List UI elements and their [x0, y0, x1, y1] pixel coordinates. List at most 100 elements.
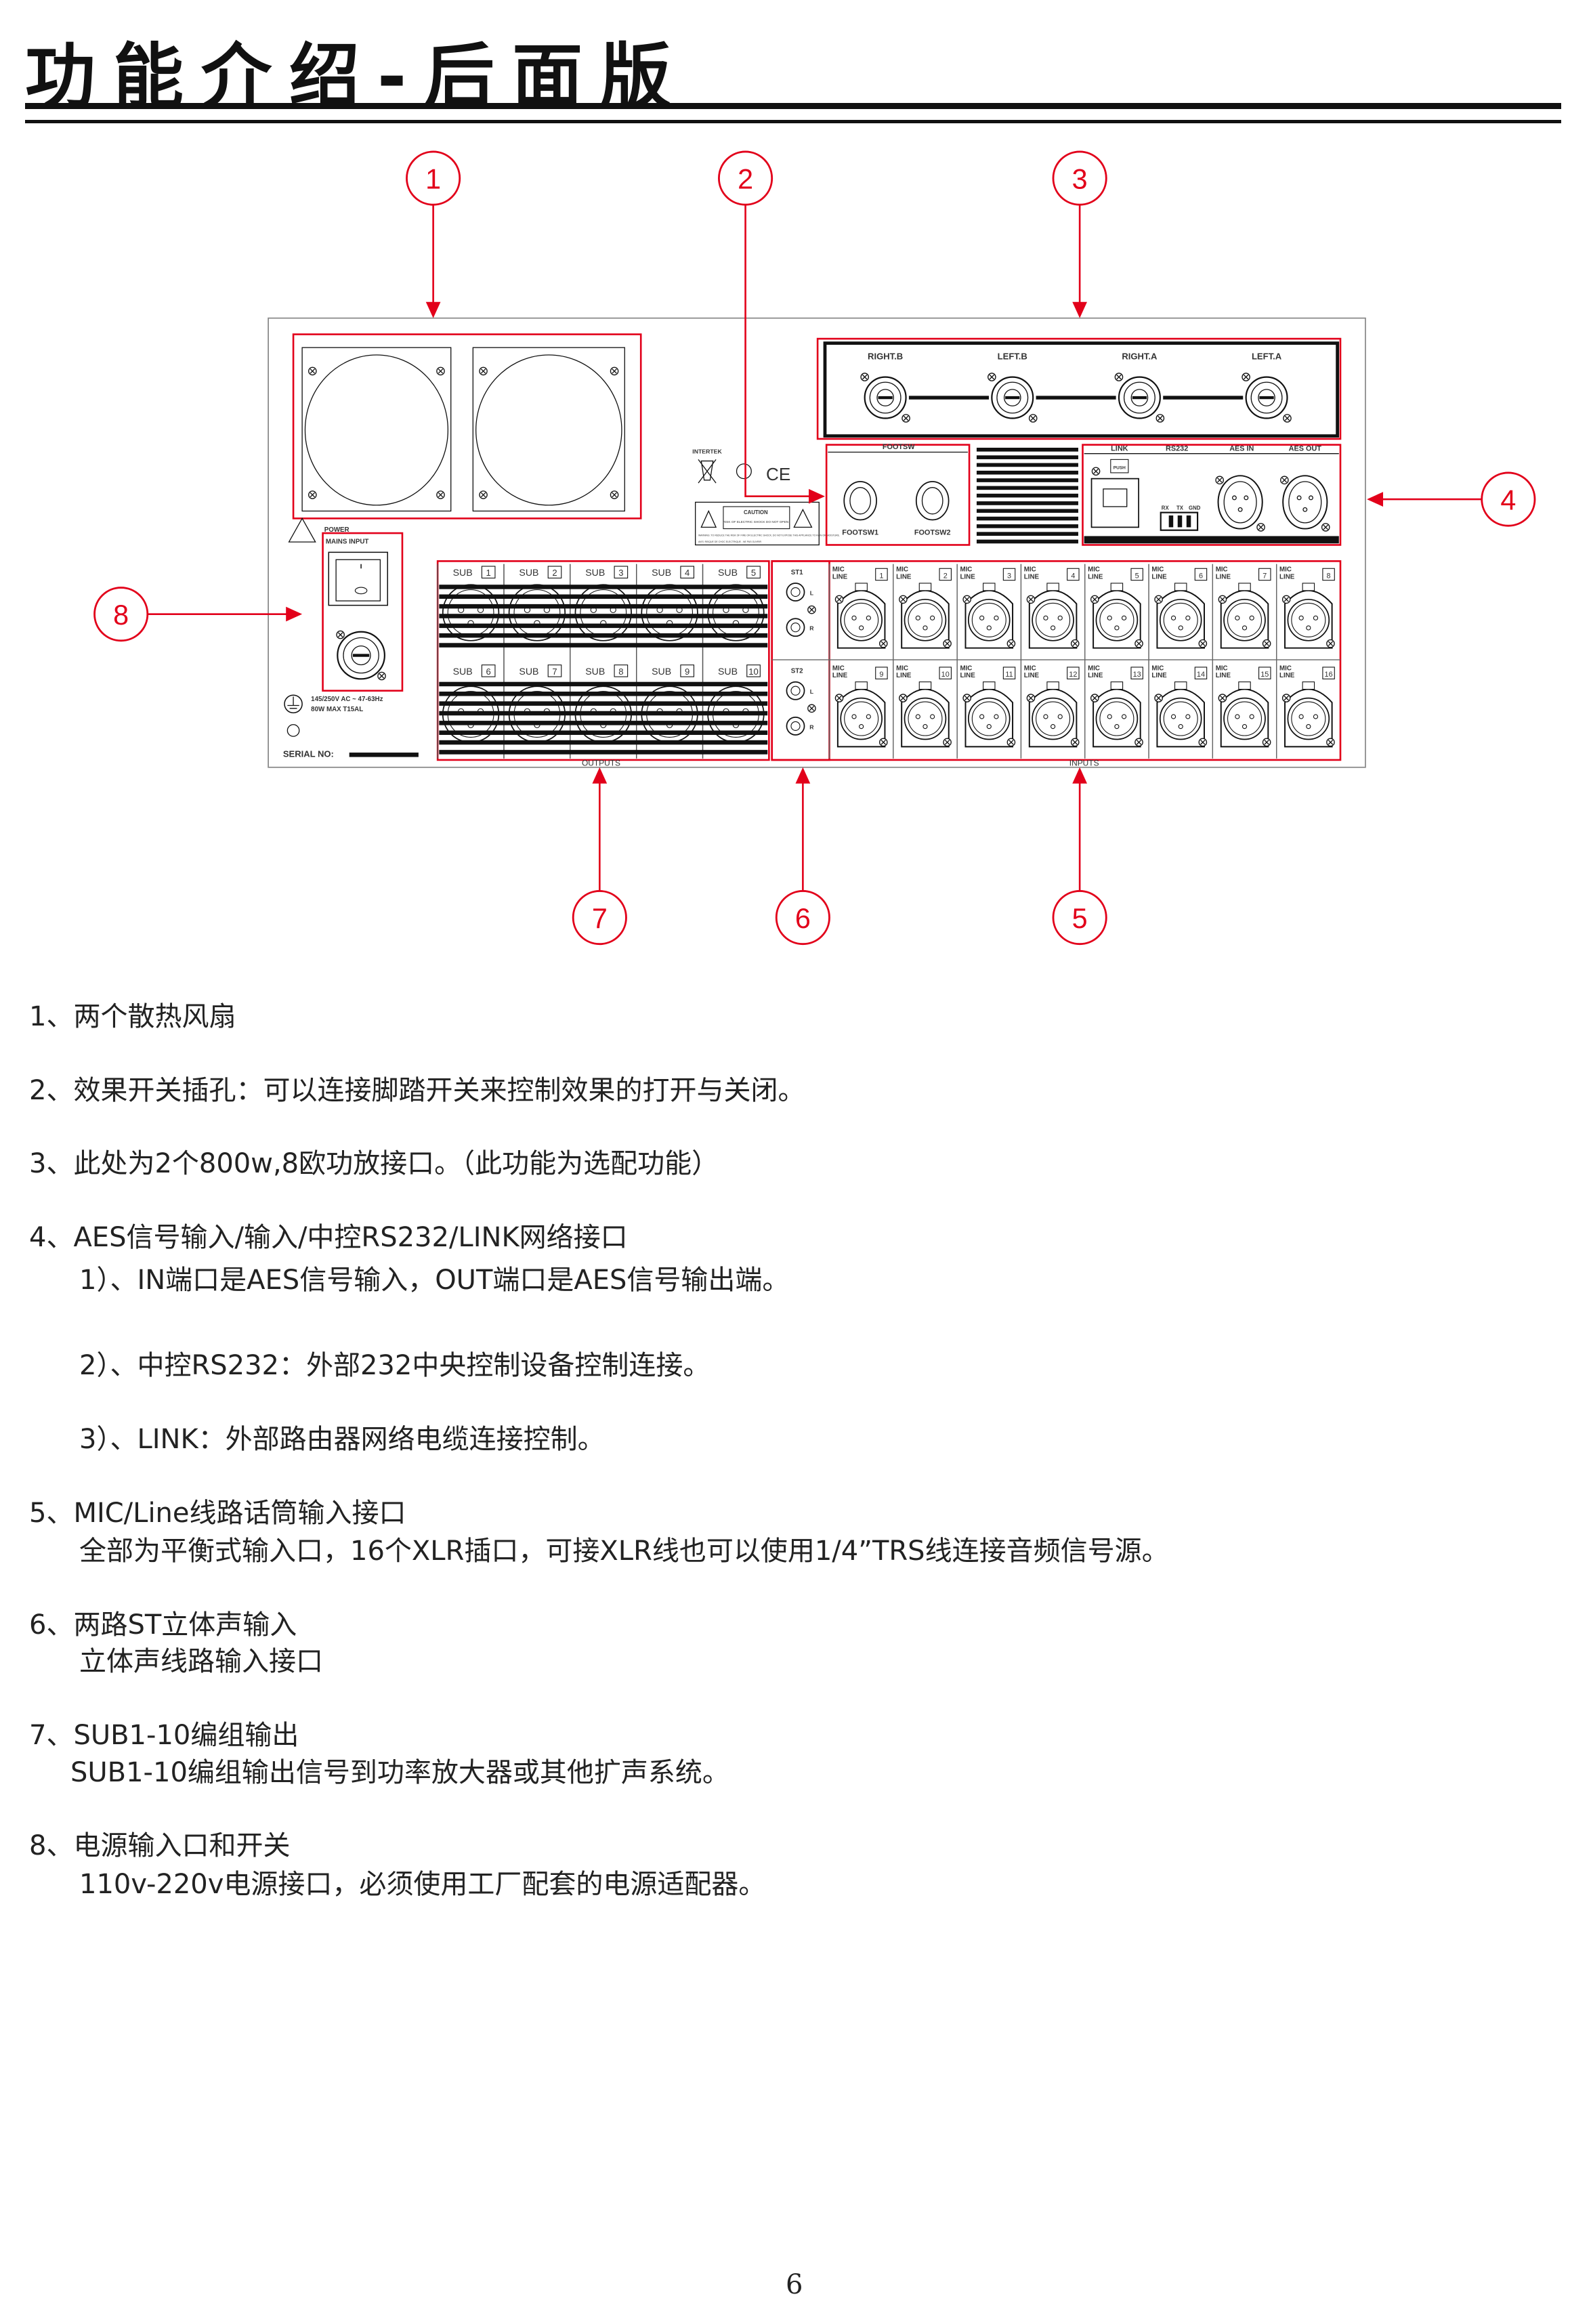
speakon-jack-icon — [864, 376, 907, 419]
sub-output-label: SUB — [519, 567, 538, 578]
xlr-connector-icon — [904, 599, 947, 641]
combo-push-tab — [983, 681, 996, 690]
combo-push-tab — [1046, 681, 1059, 690]
footswitch-jack-icon — [915, 481, 950, 521]
screw-cross-icon — [1158, 415, 1163, 421]
combo-push-tab — [855, 583, 868, 591]
sub-output-number: 7 — [552, 667, 557, 677]
screw-cross-icon — [1092, 695, 1098, 701]
callout-number-7: 7 — [592, 903, 608, 934]
screw-cross-icon — [881, 641, 887, 646]
channel-number: 8 — [1327, 572, 1331, 580]
xlr-connector-icon — [840, 697, 883, 740]
mic-label: MIC — [1216, 664, 1228, 672]
power-switch — [328, 551, 388, 606]
vent-slot — [976, 493, 1078, 498]
screw-cross-icon — [1200, 641, 1206, 646]
st-channel-label: L — [810, 688, 814, 695]
mic-label: MIC — [896, 566, 908, 574]
xlr-connector-icon — [904, 697, 947, 740]
desc-7: 7、SUB1-10编组输出 — [29, 1720, 299, 1751]
channel-number: 11 — [1005, 671, 1013, 679]
screw-cross-icon — [1258, 524, 1264, 530]
xlr-pin — [979, 714, 985, 719]
speakon-jack-icon — [991, 376, 1034, 419]
screw-cross-icon — [1155, 597, 1162, 602]
xlr-pin — [986, 625, 992, 631]
desc-4-3: 3）、LINK：外部路由器网络电缆连接控制。 — [79, 1424, 605, 1455]
screw-cross-icon — [1155, 695, 1162, 701]
xlr-ring — [1291, 701, 1326, 736]
xlr-ring — [971, 602, 1006, 637]
callout-7-arrow-arrowhead-icon — [592, 767, 608, 784]
spec-line: 145/250V AC ~ 47-63Hz — [311, 696, 383, 703]
combo-push-tab — [983, 583, 996, 591]
speakon-key — [1132, 396, 1147, 400]
xlr-pin — [1114, 625, 1120, 631]
speakon-jack-icon — [337, 631, 385, 680]
xlr-connector-icon — [1095, 697, 1139, 740]
title-rule-thick — [25, 103, 1561, 109]
screw-cross-icon — [944, 641, 950, 646]
aes-in-xlr-icon — [1217, 475, 1263, 530]
push-tab — [1110, 459, 1129, 473]
ground-icon — [284, 694, 303, 714]
channel-number-box — [1194, 568, 1208, 581]
xlr-ring — [844, 701, 879, 736]
outputs-vent-bar — [439, 633, 768, 638]
speakon-core — [1003, 389, 1021, 406]
screw-cross-icon — [900, 597, 906, 602]
xlr-pin — [1043, 714, 1048, 719]
combo-push-tab — [1174, 583, 1187, 591]
xlr-ring — [1163, 602, 1198, 637]
xlr-ring — [1227, 701, 1263, 736]
xlr-pin — [994, 615, 999, 620]
serial-blank — [349, 753, 419, 757]
line-label: LINE — [1088, 573, 1103, 580]
screw-cross-icon — [881, 740, 887, 745]
mic-label: MIC — [1151, 566, 1164, 574]
xlr-pin — [1235, 615, 1240, 620]
desc-4-2: 2）、中控RS232：外部232中央控制设备控制连接。 — [79, 1350, 710, 1381]
certification-mark-icon — [736, 463, 752, 480]
callout-number-8: 8 — [113, 599, 129, 631]
xlr-ring — [844, 602, 879, 637]
screw-cross-icon — [900, 695, 906, 701]
ce-mark-icon: CE — [766, 464, 790, 484]
st-channel-label: L — [810, 589, 814, 596]
channel-number-box — [939, 667, 952, 679]
channel-number: 14 — [1197, 671, 1205, 679]
mic-label: MIC — [1024, 566, 1036, 574]
st-label: ST2 — [791, 668, 803, 675]
power-highlight-box — [322, 532, 404, 692]
st-label: ST1 — [791, 569, 803, 576]
vent-slot — [976, 455, 1078, 459]
outputs-vent-bar — [439, 750, 768, 755]
channel-number: 12 — [1069, 671, 1077, 679]
screw-cross-icon — [480, 368, 486, 374]
caution-label — [694, 501, 820, 546]
channel-number-box — [1067, 667, 1080, 679]
screw-cross-icon — [836, 597, 842, 602]
push-label: PUSH — [1113, 466, 1126, 471]
link-bottom-bar — [1084, 536, 1339, 544]
xlr-ring — [1036, 602, 1071, 637]
xlr-pin — [1057, 615, 1063, 620]
fuse-holder-icon — [287, 724, 300, 737]
sub-output-label: SUB — [585, 666, 605, 677]
link-highlight-box — [1082, 444, 1342, 546]
xlr-pin — [979, 615, 985, 620]
aes-out-xlr-ring — [1288, 481, 1322, 524]
screw-cross-icon — [612, 368, 617, 374]
footswitch-jack-inner — [849, 487, 872, 515]
line-label: LINE — [1088, 672, 1103, 679]
mic-label: MIC — [1024, 664, 1036, 672]
xlr-pin — [1298, 615, 1304, 620]
line-label: LINE — [1216, 573, 1231, 580]
mic-label: MIC — [960, 566, 972, 574]
xlr-pin — [994, 714, 999, 719]
channel-number: 15 — [1260, 671, 1269, 679]
xlr-pin — [1298, 714, 1304, 719]
xlr-pin — [915, 615, 920, 620]
amp-output-label: RIGHT.A — [1122, 352, 1158, 362]
